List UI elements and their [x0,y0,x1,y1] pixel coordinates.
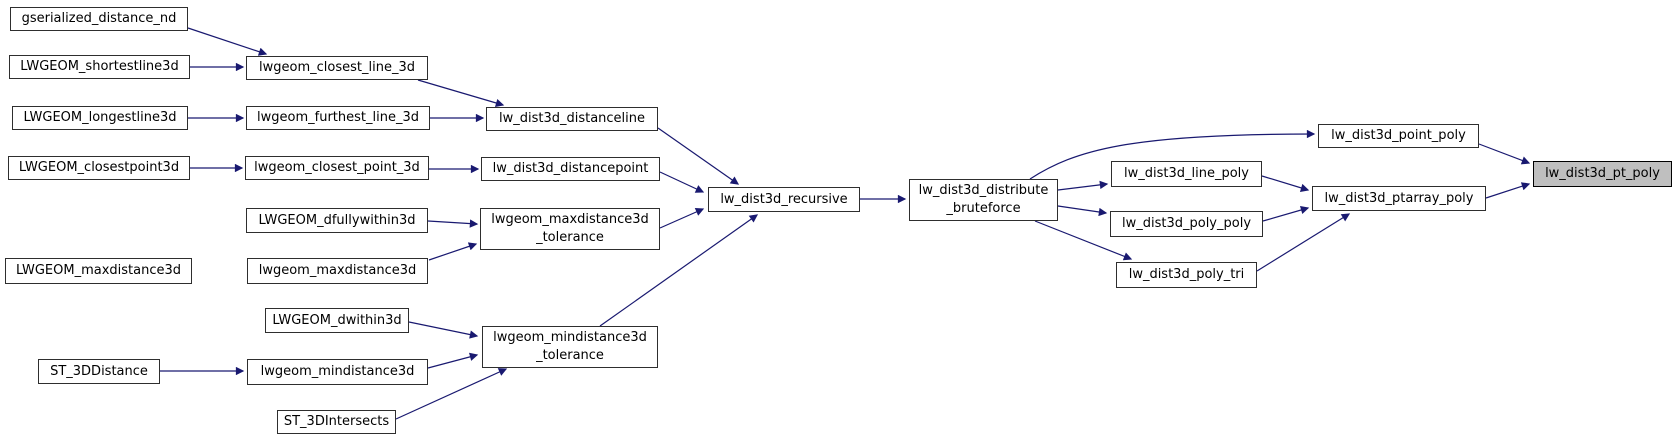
edge-st-3dintersects-to-lwgeom-mindistance3d-tolerance [395,368,508,420]
edge-lw-dist3d-poly-tri-to-lw-dist3d-ptarray-poly [1256,213,1351,272]
node-lw-dist3d-distanceline[interactable]: lw_dist3d_distanceline [486,107,658,131]
node-st-3dintersects[interactable]: ST_3DIntersects [277,410,396,434]
edge-lwgeom-mindistance3d-tolerance-to-lw-dist3d-recursive [599,214,759,327]
edge-lw-dist3d-distribute-bruteforce-to-lw-dist3d-poly-tri [1034,220,1133,261]
node-lwgeom-mindistance3d[interactable]: lwgeom_mindistance3d [247,359,428,385]
edge-lw-dist3d-poly-poly-to-lw-dist3d-ptarray-poly [1262,205,1310,222]
edge-lwgeom-dwithin3d-to-lwgeom-mindistance3d-tolerance [408,321,479,339]
node-lw-dist3d-distribute-bruteforce[interactable]: lw_dist3d_distribute _bruteforce [909,179,1058,221]
edge-lw-dist3d-point-poly-to-lw-dist3d-pt-poly [1478,143,1531,165]
node-lwgeom-dfullywithin3d[interactable]: LWGEOM_dfullywithin3d [246,208,428,233]
edge-lw-dist3d-distancepoint-to-lw-dist3d-recursive [659,171,705,193]
node-lwgeom-mindistance3d-tolerance[interactable]: lwgeom_mindistance3d _tolerance [482,326,658,368]
edge-lwgeom-dfullywithin3d-to-lwgeom-maxdistance3d-tolerance [427,219,479,228]
node-lwgeom-dwithin3d[interactable]: LWGEOM_dwithin3d [265,308,409,333]
node-lwgeom-furthest-line-3d[interactable]: lwgeom_furthest_line_3d [246,106,430,130]
node-lw-dist3d-line-poly[interactable]: lw_dist3d_line_poly [1111,161,1262,187]
edge-lw-dist3d-distribute-bruteforce-to-lw-dist3d-line-poly [1057,180,1109,191]
edge-lw-dist3d-distanceline-to-lw-dist3d-recursive [657,127,740,185]
edge-lwgeom-closest-line-3d-to-lw-dist3d-distanceline [417,79,505,108]
node-lwgeom-longestline3d[interactable]: LWGEOM_longestline3d [12,106,188,130]
edge-lw-dist3d-distribute-bruteforce-to-lw-dist3d-poly-poly [1057,205,1108,217]
node-lw-dist3d-ptarray-poly[interactable]: lw_dist3d_ptarray_poly [1312,186,1486,211]
edge-gserialized-distance-nd-to-lwgeom-closest-line-3d [187,27,268,56]
edge-lwgeom-mindistance3d-to-lwgeom-mindistance3d-tolerance [427,352,479,369]
edge-lw-dist3d-line-poly-to-lw-dist3d-ptarray-poly [1261,175,1310,192]
node-lwgeom-maxdistance3d[interactable]: LWGEOM_maxdistance3d [5,258,192,284]
node-lw-dist3d-pt-poly-current: lw_dist3d_pt_poly [1533,161,1672,187]
node-lwgeom-shortestline3d[interactable]: LWGEOM_shortestline3d [9,55,190,79]
node-st-3ddistance[interactable]: ST_3DDistance [38,359,160,384]
node-lw-dist3d-point-poly[interactable]: lw_dist3d_point_poly [1318,124,1479,148]
node-lw-dist3d-distancepoint[interactable]: lw_dist3d_distancepoint [481,157,660,181]
node-lw-dist3d-poly-tri[interactable]: lw_dist3d_poly_tri [1116,262,1257,288]
edge-lw-dist3d-ptarray-poly-to-lw-dist3d-pt-poly [1485,182,1531,199]
edge-lwgeom-maxdistance3d-tolerance-to-lw-dist3d-recursive [659,208,705,229]
node-lwgeom-closestpoint3d[interactable]: LWGEOM_closestpoint3d [8,156,190,180]
edge-lw-dist3d-distribute-bruteforce-to-lw-dist3d-point-poly [1029,129,1316,180]
node-lwgeom-closest-point-3d[interactable]: lwgeom_closest_point_3d [245,156,429,180]
node-lwgeom-closest-line-3d[interactable]: lwgeom_closest_line_3d [246,56,428,80]
node-lwgeom-maxdistance3d-tolerance[interactable]: lwgeom_maxdistance3d _tolerance [480,208,660,250]
node-lwgeom-maxdistance3d[interactable]: lwgeom_maxdistance3d [247,258,428,284]
node-lw-dist3d-poly-poly[interactable]: lw_dist3d_poly_poly [1110,211,1263,237]
edge-lwgeom-maxdistance3d-to-lwgeom-maxdistance3d-tolerance [428,242,478,261]
node-gserialized-distance-nd[interactable]: gserialized_distance_nd [10,7,188,31]
node-lw-dist3d-recursive[interactable]: lw_dist3d_recursive [708,187,860,212]
